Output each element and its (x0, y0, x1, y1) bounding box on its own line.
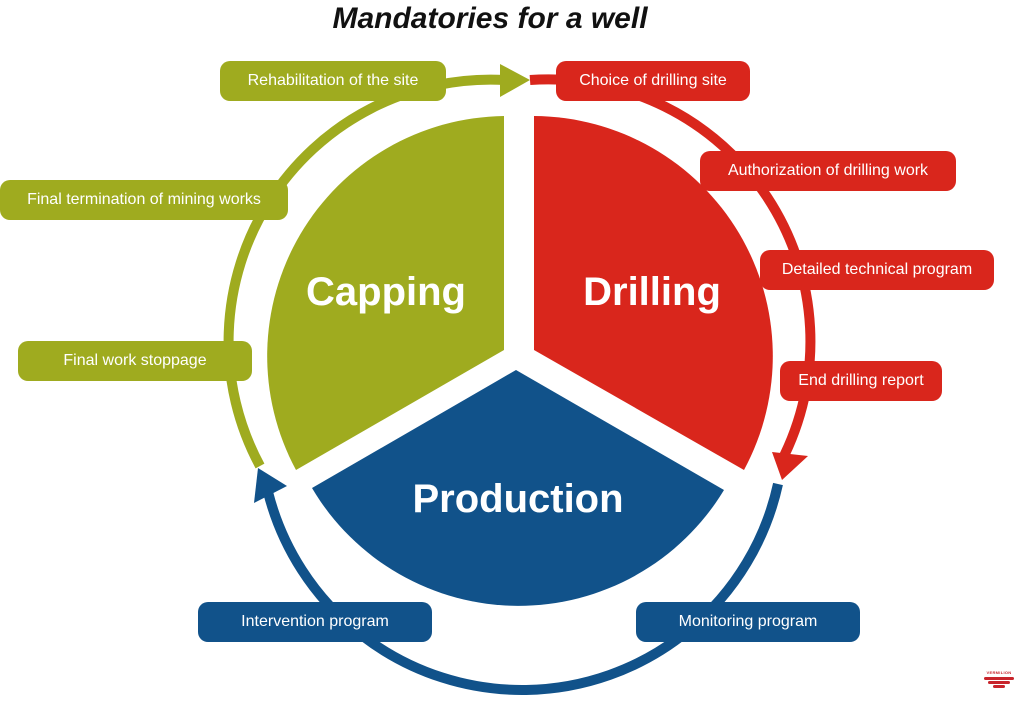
page-title: Mandatories for a well (332, 2, 648, 35)
capping-phase-label: Capping (306, 270, 466, 314)
step-rehabilitation-of-the-site: Rehabilitation of the site (220, 61, 446, 101)
capping-sector (267, 116, 504, 470)
step-intervention-program: Intervention program (198, 602, 432, 642)
company-logo-icon: VERMILION (982, 670, 1016, 700)
capping-arrow-icon (500, 64, 530, 97)
step-detailed-technical-program: Detailed technical program (760, 250, 994, 290)
step-final-termination-of-mining-works: Final termination of mining works (0, 180, 288, 220)
production-cycle-arc (263, 482, 783, 695)
step-authorization-of-drilling-work: Authorization of drilling work (700, 151, 956, 191)
step-end-drilling-report: End drilling report (780, 361, 942, 401)
production-sector (312, 370, 724, 606)
production-phase-label: Production (412, 477, 623, 521)
drilling-phase-label: Drilling (583, 270, 721, 314)
logo-text: VERMILION (986, 670, 1012, 675)
production-arrow-icon (254, 468, 287, 503)
step-final-work-stoppage: Final work stoppage (18, 341, 252, 381)
step-monitoring-program: Monitoring program (636, 602, 860, 642)
drilling-sector (534, 116, 773, 470)
step-choice-of-drilling-site: Choice of drilling site (556, 61, 750, 101)
drilling-arrow-icon (772, 452, 808, 480)
